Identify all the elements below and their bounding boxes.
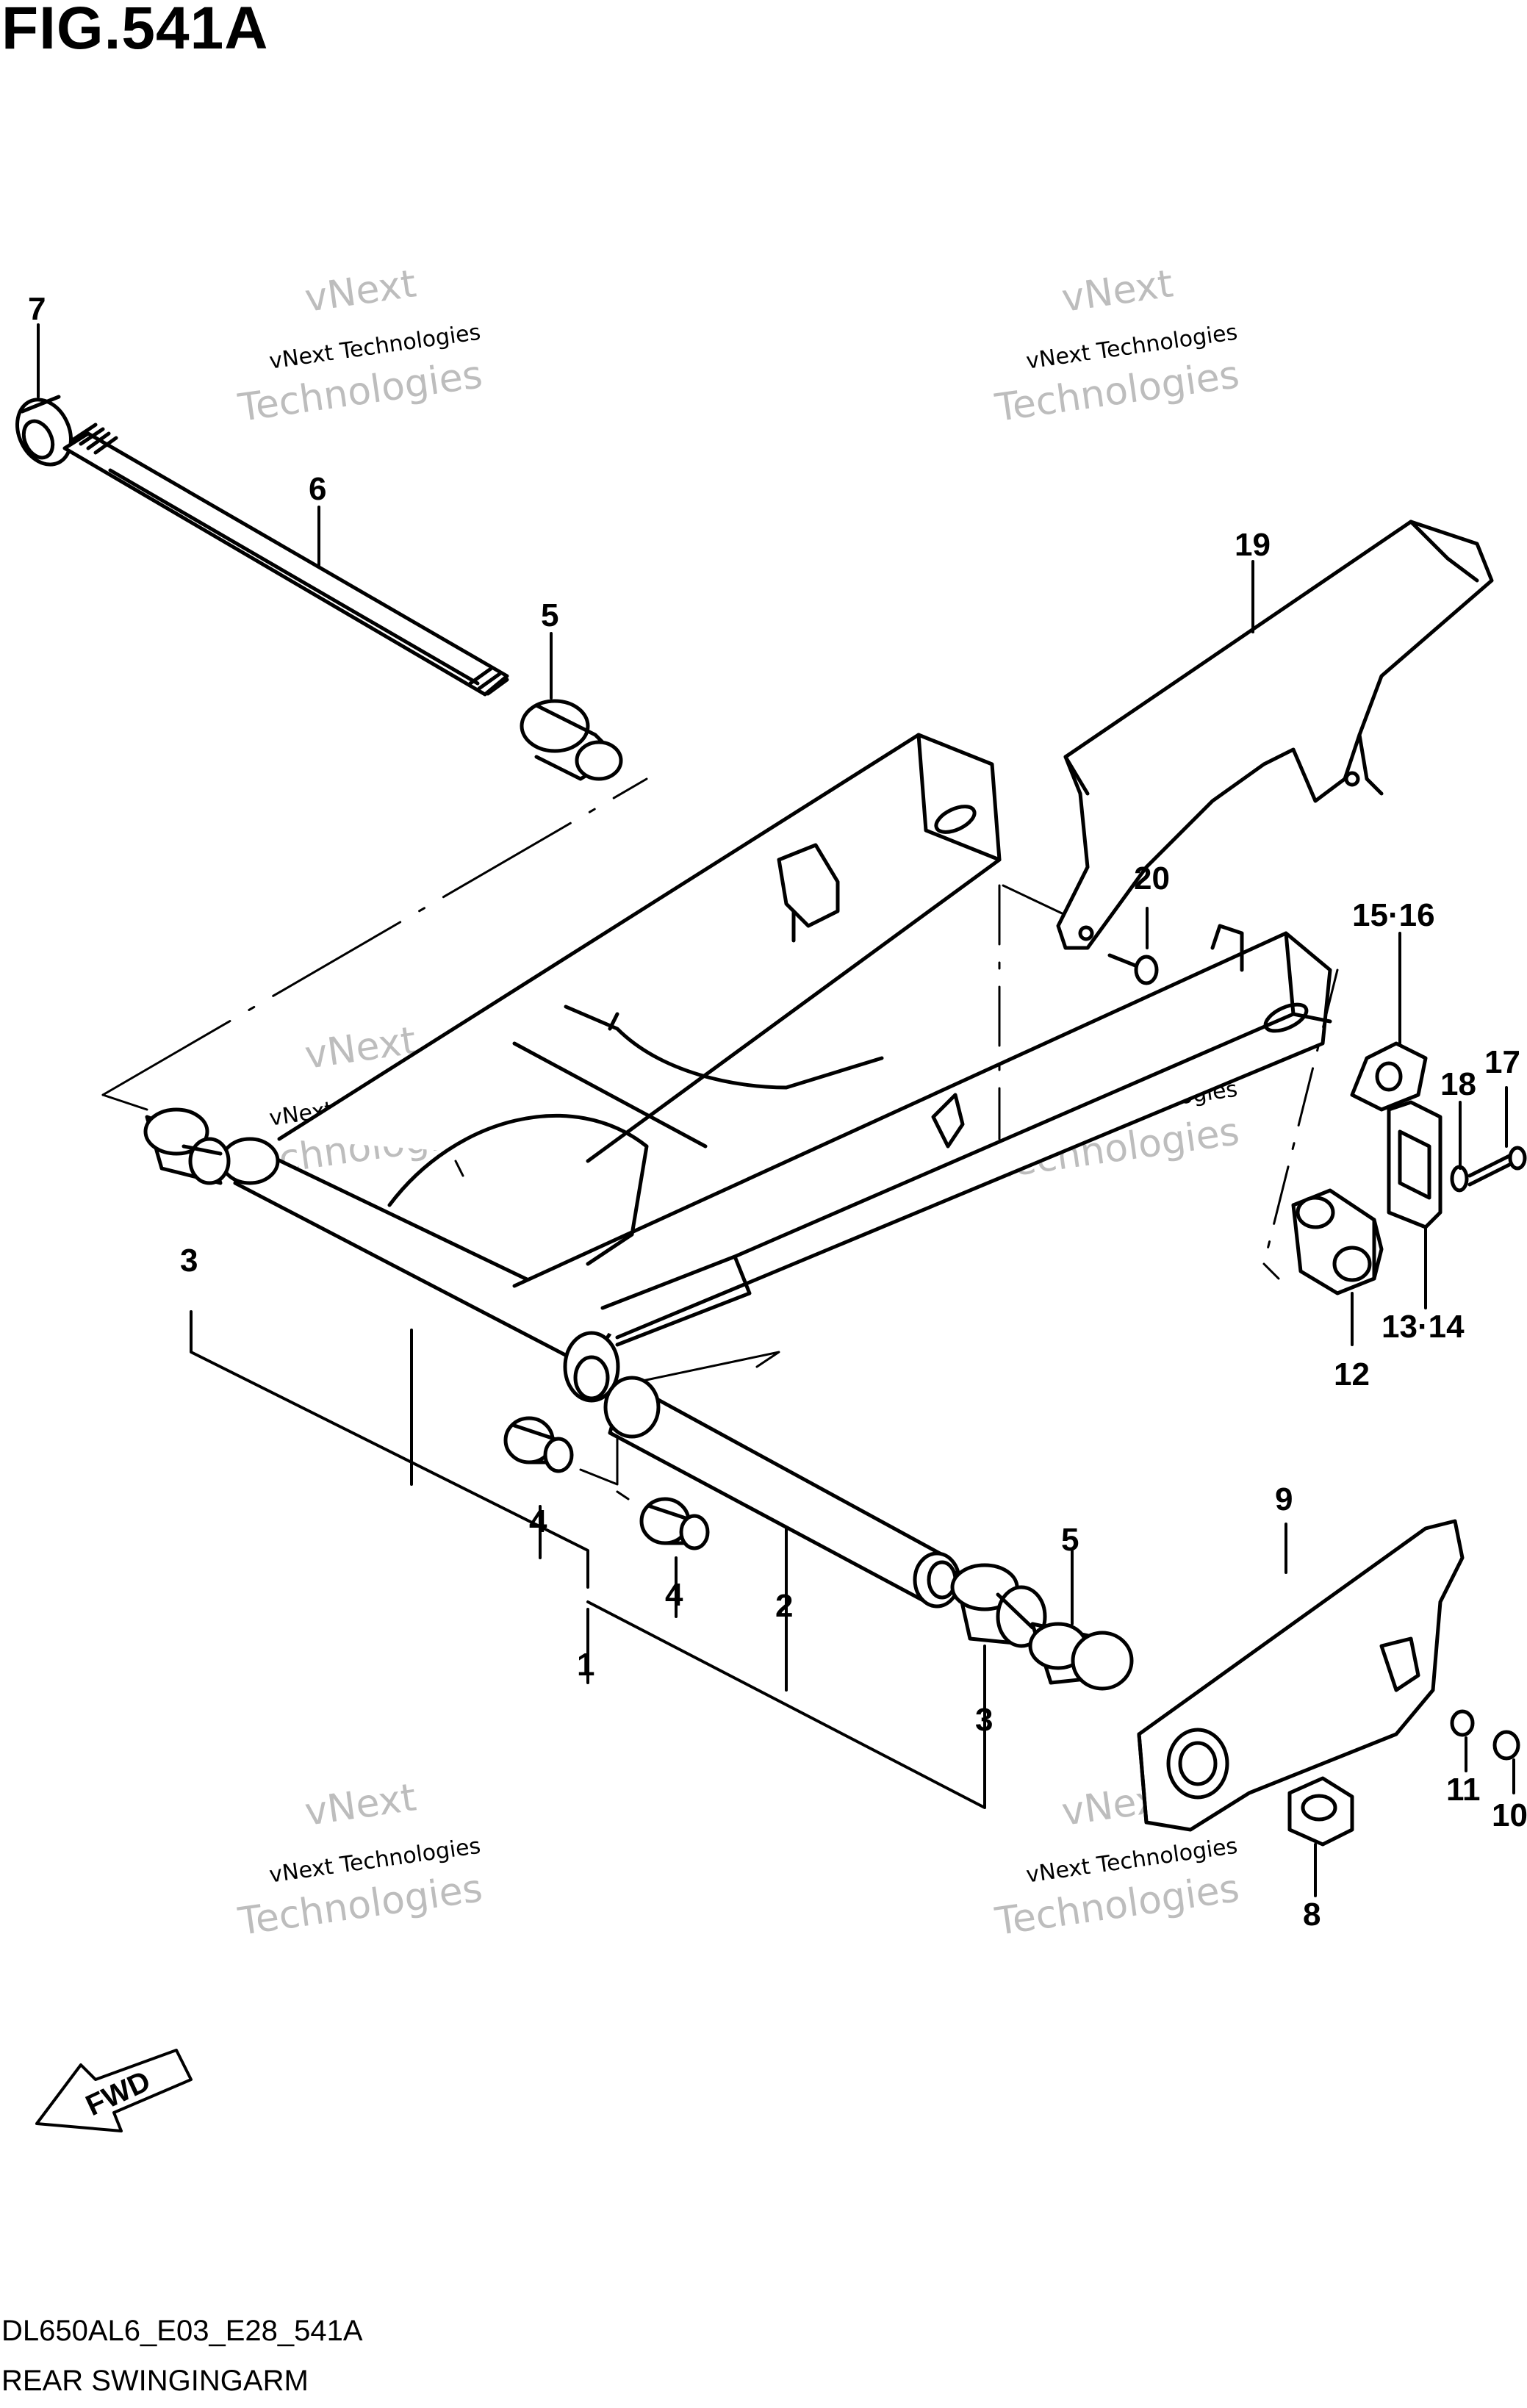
nut-part-8 xyxy=(1287,1776,1354,1847)
callout-4-upper: 4 xyxy=(529,1503,547,1539)
svg-text:vNext: vNext xyxy=(302,262,419,321)
callout-4-lower: 4 xyxy=(665,1577,683,1613)
screw-part-20 xyxy=(1107,953,1159,985)
callout-10: 10 xyxy=(1492,1797,1527,1833)
callout-5-upper: 5 xyxy=(541,597,558,633)
callout-12: 12 xyxy=(1334,1356,1370,1392)
pivot-shaft-part-6 xyxy=(62,423,509,697)
collar-lower-part-5 xyxy=(1028,1622,1134,1691)
callout-19: 19 xyxy=(1235,527,1271,563)
pivot-nut-part-7 xyxy=(15,395,73,467)
alignment-lines xyxy=(101,777,1339,1500)
callout-5-lower: 5 xyxy=(1061,1522,1079,1558)
needle-bearing-part-4-upper xyxy=(503,1416,574,1473)
fwd-direction-arrow xyxy=(35,2049,193,2132)
watermark-top-left: vNext vNext Technologies Technologies xyxy=(235,262,485,431)
figure-title: FIG.541A xyxy=(1,0,269,62)
callout-8: 8 xyxy=(1303,1897,1321,1933)
bearing-part-3-lower xyxy=(950,1563,1047,1648)
adjuster-plate-part-13-14 xyxy=(1387,1100,1442,1229)
callout-labels: 7 6 5 3 4 4 2 1 3 5 19 20 15·16 18 17 13… xyxy=(28,291,1527,1933)
callout-17: 17 xyxy=(1484,1044,1520,1080)
callout-9: 9 xyxy=(1275,1481,1293,1517)
washer-part-18 xyxy=(1450,1165,1469,1193)
collar-upper-part-5 xyxy=(520,699,623,781)
callout-1: 1 xyxy=(577,1647,594,1683)
callout-20: 20 xyxy=(1134,860,1170,896)
plate-part-15-16 xyxy=(1350,1041,1428,1112)
svg-text:vNext: vNext xyxy=(302,1775,419,1835)
chain-case-part-9 xyxy=(1137,1519,1465,1832)
svg-text:vNext: vNext xyxy=(1059,262,1176,321)
callout-3-lower: 3 xyxy=(975,1702,993,1738)
chain-adjuster-part-12 xyxy=(1291,1188,1384,1295)
callout-18: 18 xyxy=(1440,1066,1476,1102)
callout-7: 7 xyxy=(28,291,46,327)
callout-13-14: 13·14 xyxy=(1382,1309,1465,1345)
bolt-part-17 xyxy=(1467,1146,1527,1187)
callout-6: 6 xyxy=(309,471,326,507)
collar-part-11 xyxy=(1450,1709,1475,1737)
diagram-subtitle: REAR SWINGINGARM xyxy=(1,2365,309,2397)
watermark-bottom-left: vNext vNext Technologies Technologies xyxy=(235,1775,485,1944)
leader-lines xyxy=(37,323,1515,1897)
callout-2: 2 xyxy=(775,1588,793,1624)
bearing-part-3-upper xyxy=(143,1107,231,1185)
pivot-sleeve-part-2 xyxy=(603,1376,961,1609)
diagram-code: DL650AL6_E03_E28_541A xyxy=(1,2315,363,2347)
swingarm-body xyxy=(220,733,1332,1403)
needle-bearing-part-4-lower xyxy=(639,1497,710,1550)
callout-3-upper: 3 xyxy=(180,1243,198,1279)
watermark-top-right: vNext vNext Technologies Technologies xyxy=(992,262,1242,431)
callout-11: 11 xyxy=(1446,1772,1481,1808)
chain-cover-part-19 xyxy=(1056,520,1494,950)
callout-15-16: 15·16 xyxy=(1352,897,1435,933)
bolt-part-10 xyxy=(1492,1730,1520,1761)
